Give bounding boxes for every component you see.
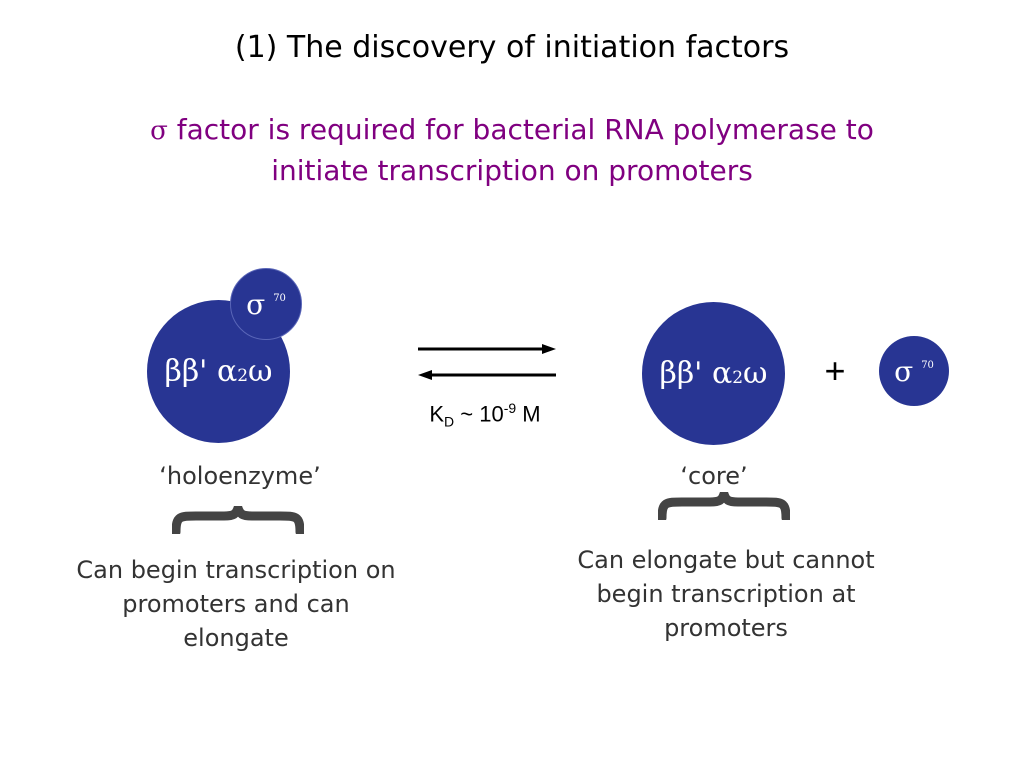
holo-core-beta: ββ' α [164,354,238,389]
free-sigma-symbol: σ [894,354,914,388]
kd-mid: ~ 10 [454,401,504,427]
kd-prefix: K [429,401,445,427]
core-brace [658,492,790,520]
slide-title: (1) The discovery of initiation factors [234,30,790,65]
holoenzyme-label: ‘holoenzyme’ [159,462,321,490]
subtitle-line2: initiate transcription on promoters [271,154,753,187]
core-description: Can elongate but cannot begin transcript… [577,546,875,642]
holo-sigma-symbol: σ [246,287,266,321]
kd-label: KD ~ 10-9 M [415,400,555,430]
holo-core-sub: 2 [237,365,249,386]
core-label: ‘core’ [680,462,748,490]
holo-sigma-number: 70 [273,292,286,304]
holoenzyme-description: Can begin transcription on promoters and… [76,556,396,652]
core-sub: 2 [732,367,744,388]
equilibrium-arrows [418,344,556,380]
subtitle-line1: factor is required for bacterial RNA pol… [167,113,874,146]
free-sigma-circle: σ 70 [879,336,949,406]
subtitle-sigma: σ [150,116,168,146]
plus-sign: + [824,350,846,391]
holo-core-omega: ω [248,354,273,389]
free-sigma-number: 70 [921,359,934,371]
slide-subtitle: σ factor is required for bacterial RNA p… [40,110,984,191]
kd-exp: -9 [503,400,517,416]
holoenzyme-brace [172,506,304,534]
kd-suffix: M [516,401,541,427]
core-omega: ω [743,356,768,391]
holoenzyme-sigma-circle: σ 70 [230,268,302,340]
core-beta: ββ' α [659,356,733,391]
kd-sub: D [444,413,455,430]
